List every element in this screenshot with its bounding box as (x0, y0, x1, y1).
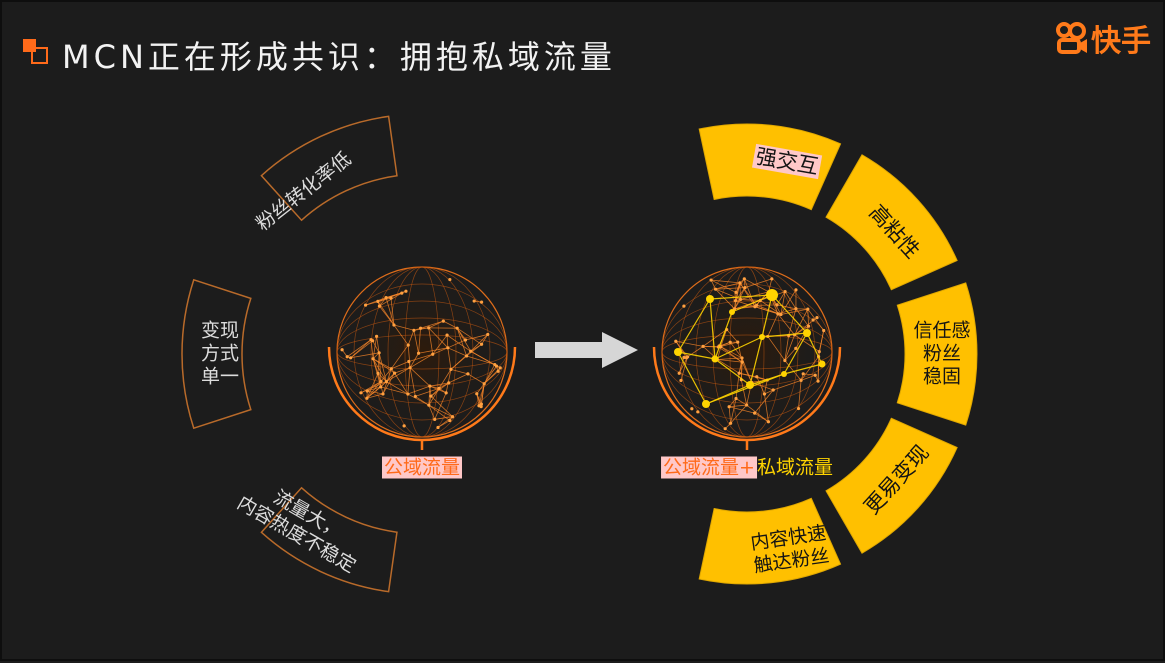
right-globe (652, 257, 842, 450)
right-caption-public: 公域流量+ (661, 457, 757, 479)
right-segment-label-3: 信任感 粉丝 稳固 (913, 320, 970, 389)
left-segment-label-2: 变现 方式 单一 (201, 320, 239, 389)
right-caption-private: 私域流量 (757, 457, 833, 479)
left-globe (327, 257, 517, 450)
left-caption: 公域流量 (382, 453, 462, 480)
right-caption: 公域流量+私域流量 (661, 453, 833, 480)
right-arrow-icon (535, 332, 638, 368)
